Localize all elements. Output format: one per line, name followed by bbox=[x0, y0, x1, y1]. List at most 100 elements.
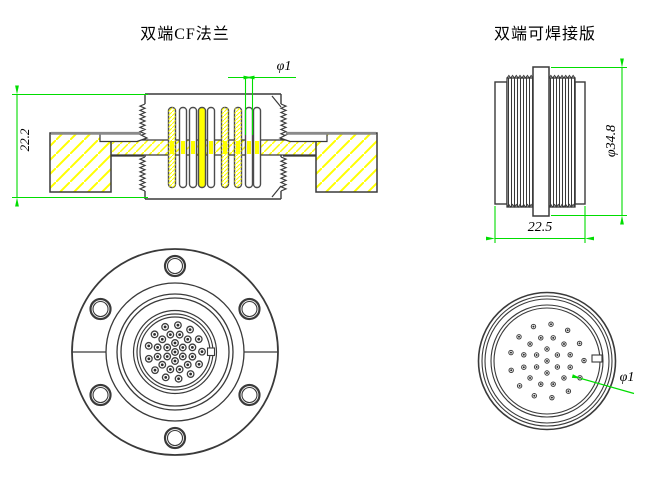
contact-pin-center bbox=[556, 354, 559, 356]
bolt-hole-inner bbox=[241, 386, 258, 404]
contact-pin-center bbox=[582, 359, 585, 362]
dim-label-front-pin-diameter: φ1 bbox=[619, 370, 635, 385]
contact-pin-center bbox=[550, 396, 553, 399]
dimension-arrow bbox=[15, 85, 19, 95]
contact-pin-center bbox=[173, 341, 177, 345]
connector-shell-circle bbox=[132, 309, 218, 395]
contact-pin-center bbox=[518, 335, 521, 338]
contact-pin-center bbox=[556, 366, 559, 368]
body-thread-edge bbox=[279, 156, 288, 192]
contact-pin-center bbox=[197, 337, 201, 341]
connector-circle bbox=[490, 304, 604, 418]
dimension-arrow bbox=[15, 197, 19, 207]
contact-pin-center bbox=[509, 351, 512, 354]
contact-pin-center bbox=[522, 353, 525, 356]
connector-circle bbox=[481, 295, 613, 427]
leader-line-pin-dia bbox=[580, 377, 635, 395]
contact-pin-center bbox=[200, 350, 204, 354]
left-end-cap bbox=[494, 81, 508, 205]
contact-pin-center bbox=[518, 384, 521, 387]
dim-label-side-diameter: φ34.8 bbox=[604, 124, 619, 158]
contact-pin-center bbox=[529, 376, 532, 379]
knurl-teeth-bottom bbox=[548, 203, 576, 208]
right-end-cap bbox=[574, 81, 586, 205]
pin-tube-section bbox=[223, 141, 227, 154]
contact-pin-center bbox=[153, 368, 157, 372]
contact-pin-center bbox=[569, 366, 572, 369]
contact-pin-center bbox=[160, 337, 164, 341]
contact-pin-center bbox=[178, 333, 182, 337]
dimension-arrow bbox=[243, 75, 253, 80]
side-view bbox=[486, 58, 627, 243]
pin-tube-section bbox=[247, 141, 251, 154]
contact-pin-center bbox=[147, 344, 151, 348]
contact-pin-center bbox=[168, 367, 172, 371]
knurl-teeth-top bbox=[506, 74, 534, 79]
keyway-notch bbox=[206, 347, 216, 357]
pin-tube-section bbox=[181, 141, 185, 154]
contact-pin-center bbox=[156, 345, 160, 349]
contact-pin-center bbox=[188, 328, 192, 331]
dimension-arrow bbox=[486, 236, 495, 241]
contact-pin-center bbox=[552, 336, 555, 339]
dim-label-section-height: 22.2 bbox=[17, 128, 32, 152]
bolt-hole-inner bbox=[166, 429, 184, 447]
pin-tube-section bbox=[191, 141, 195, 154]
right-knurl-ribs bbox=[549, 78, 575, 207]
pin-tube-section bbox=[170, 141, 174, 154]
contact-pin-center bbox=[165, 355, 169, 358]
body-thread-edge bbox=[138, 156, 147, 192]
pin-tube-section bbox=[255, 141, 259, 154]
contact-pin-center bbox=[165, 346, 169, 349]
contact-pin-center bbox=[566, 329, 569, 332]
knurl-teeth-top bbox=[548, 74, 576, 79]
contact-pin-center bbox=[186, 363, 190, 367]
contact-pin-center bbox=[186, 337, 190, 341]
contact-pin-center bbox=[562, 343, 565, 346]
contact-pin-center bbox=[535, 354, 538, 356]
contact-pin-center bbox=[163, 325, 167, 329]
connector-outer-circle bbox=[477, 291, 617, 431]
chamfer-flag bbox=[271, 95, 282, 108]
contact-pin-center bbox=[181, 346, 185, 349]
contact-pin-center bbox=[164, 375, 168, 379]
flange-circle bbox=[120, 297, 230, 407]
dimension-arrow bbox=[585, 236, 594, 241]
chamfer-flag bbox=[271, 185, 282, 198]
contact-pin-center bbox=[546, 360, 548, 362]
leader-arrow bbox=[571, 374, 581, 379]
dimension-arrow bbox=[620, 215, 624, 225]
left-flange-hatch bbox=[50, 133, 111, 192]
contact-pin-center bbox=[578, 342, 581, 345]
title-right-weldable: 双端可焊接版 bbox=[493, 26, 596, 43]
left-knurl-ribs bbox=[507, 78, 533, 207]
contact-pin-center bbox=[539, 336, 542, 339]
section-view bbox=[12, 75, 378, 207]
right-flange-hatch bbox=[316, 133, 377, 192]
contact-pin-center bbox=[190, 345, 194, 349]
contact-pin-center bbox=[567, 390, 570, 393]
contact-pin-center bbox=[539, 383, 542, 386]
bolt-hole-inner bbox=[92, 386, 109, 404]
flange-circle bbox=[116, 293, 234, 411]
contact-pin-center bbox=[177, 377, 180, 381]
contact-pin-center bbox=[510, 369, 513, 372]
contact-pin-center bbox=[190, 355, 194, 359]
contact-pin-center bbox=[168, 333, 172, 337]
dim-label-section-pin-diameter: φ1 bbox=[276, 59, 292, 74]
contact-pin-center bbox=[569, 353, 572, 356]
pin-tube-section bbox=[236, 141, 240, 154]
contact-pin-center bbox=[176, 323, 180, 327]
bolt-hole-inner bbox=[241, 300, 258, 318]
pin-tube-section bbox=[200, 141, 204, 154]
flange-front-view bbox=[71, 248, 279, 456]
keyway-tab bbox=[591, 354, 603, 363]
contact-pin-center bbox=[178, 367, 182, 371]
contact-pin-center bbox=[550, 323, 553, 326]
contact-pin-center bbox=[552, 383, 555, 386]
contact-pin-center bbox=[529, 343, 532, 346]
knurl-teeth-bottom bbox=[506, 203, 534, 208]
contact-pin-center bbox=[173, 359, 177, 363]
